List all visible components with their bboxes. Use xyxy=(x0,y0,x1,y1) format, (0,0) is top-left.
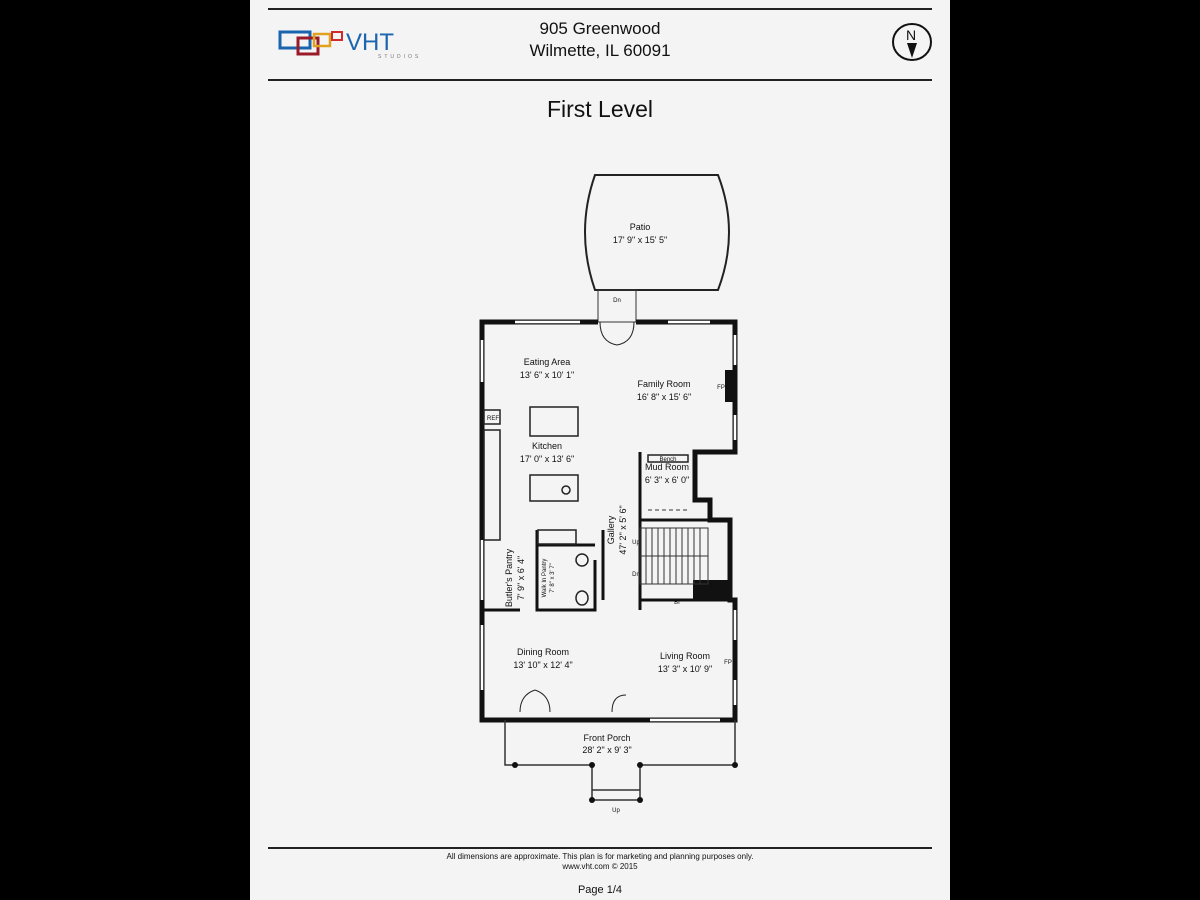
room-dims-kitchen: 17' 0" x 13' 6" xyxy=(520,454,574,464)
room-label-patio: Patio xyxy=(630,222,651,232)
room-dims-dining-room: 13' 10" x 12' 4" xyxy=(513,660,572,670)
built-in-label: BI xyxy=(674,600,680,606)
fireplace-label-family: FP xyxy=(717,385,725,391)
room-label-living-room: Living Room xyxy=(660,651,710,661)
vht-logo: VHT STUDIOS xyxy=(278,29,421,60)
room-dims-walk-in-pantry: 7' 8" x 3' 7" xyxy=(550,563,556,593)
logo-text: VHT xyxy=(346,29,394,56)
copyright: www.vht.com © 2015 xyxy=(562,862,638,871)
room-dims-eating-area: 13' 6" x 10' 1" xyxy=(520,370,574,380)
porch-step-up-label: Up xyxy=(612,808,620,814)
address: 905 Greenwood Wilmette, IL 60091 xyxy=(250,18,950,62)
room-label-eating-area: Eating Area xyxy=(524,357,571,367)
disclaimer: All dimensions are approximate. This pla… xyxy=(446,852,754,861)
address-line2: Wilmette, IL 60091 xyxy=(529,41,671,60)
room-label-kitchen: Kitchen xyxy=(532,441,562,451)
address-line1: 905 Greenwood xyxy=(539,19,661,38)
stair-up-label: Up xyxy=(632,540,640,546)
room-dims-gallery: 47' 2" x 5' 6" xyxy=(618,505,628,554)
room-label-family-room: Family Room xyxy=(637,379,690,389)
north-compass-icon: N xyxy=(892,23,932,61)
room-label-walk-in-pantry: Walk In Pantry xyxy=(542,559,548,598)
room-dims-front-porch: 28' 2" x 9' 3" xyxy=(582,745,631,755)
floor-plan: Patio 17' 9" x 15' 5" Eating Area 13' 6"… xyxy=(479,174,738,814)
refrigerator-label: REF xyxy=(487,416,499,422)
header-rule xyxy=(268,79,932,81)
room-label-dining-room: Dining Room xyxy=(517,647,569,657)
logo-subtext: STUDIOS xyxy=(378,54,421,60)
patio-outline xyxy=(584,174,730,291)
room-dims-family-room: 16' 8" x 15' 6" xyxy=(637,392,691,402)
room-dims-butlers-pantry: 7' 9" x 6' 4" xyxy=(516,556,526,600)
stair-down-label: Dn xyxy=(632,572,640,578)
room-label-gallery: Gallery xyxy=(606,515,616,544)
room-label-butlers-pantry: Butler's Pantry xyxy=(504,548,514,607)
room-label-front-porch: Front Porch xyxy=(583,733,630,743)
svg-text:N: N xyxy=(906,27,916,43)
room-dims-patio: 17' 9" x 15' 5" xyxy=(613,235,667,245)
top-rule xyxy=(268,8,932,10)
page-number: Page 1/4 xyxy=(577,884,623,896)
room-dims-mud-room: 6' 3" x 6' 0" xyxy=(645,475,689,485)
fireplace-label-living: FP xyxy=(724,660,732,666)
room-dims-living-room: 13' 3" x 10' 9" xyxy=(658,664,712,674)
bench-label: Bench xyxy=(659,457,676,463)
patio-step-down-label: Dn xyxy=(613,298,621,304)
footer-rule xyxy=(268,847,932,849)
floor-plan-page: VHT STUDIOS 905 Greenwood Wilmette, IL 6… xyxy=(250,0,950,900)
level-title: First Level xyxy=(546,96,654,122)
room-label-mud-room: Mud Room xyxy=(645,462,689,472)
